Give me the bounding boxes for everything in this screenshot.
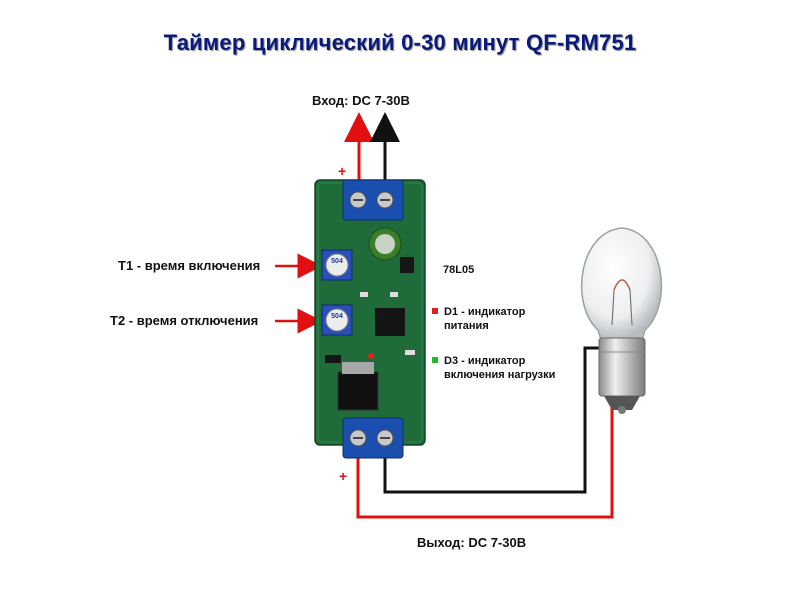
d3-color-marker — [432, 357, 438, 364]
output-terminal-block — [342, 417, 404, 459]
regulator-label: 78L05 — [443, 264, 475, 276]
light-bulb — [580, 227, 663, 414]
output-positive-wire — [356, 402, 614, 519]
mosfet — [337, 371, 379, 411]
svg-text:504: 504 — [331, 313, 343, 320]
d3-label: D3 - индикатор включения нагрузки — [432, 354, 555, 382]
d1-color-marker — [432, 308, 438, 315]
input-label: Вход: DC 7-30В — [312, 93, 410, 108]
page-title: Таймер циклический 0-30 минут QF-RM751 — [163, 30, 637, 55]
potentiometer-t2: 504 — [321, 304, 353, 336]
regulator-78l05 — [400, 257, 414, 273]
potentiometer-t1: 504 — [321, 249, 353, 281]
input-plus-sign: + — [338, 163, 347, 179]
d1-label: D1 - индикатор питания — [432, 305, 525, 333]
t1-label: T1 - время включения — [118, 258, 261, 273]
t2-label: T2 - время отключения — [110, 313, 259, 328]
output-label: Выход: DC 7-30В — [417, 535, 527, 550]
d1-led — [368, 353, 374, 359]
timer-module-pcb: 504 504 — [314, 179, 426, 459]
output-plus-sign: + — [339, 468, 348, 484]
output-negative-wire — [383, 346, 600, 494]
timer-ic — [375, 308, 405, 336]
input-terminal-block — [342, 179, 404, 221]
svg-text:504: 504 — [331, 258, 343, 265]
